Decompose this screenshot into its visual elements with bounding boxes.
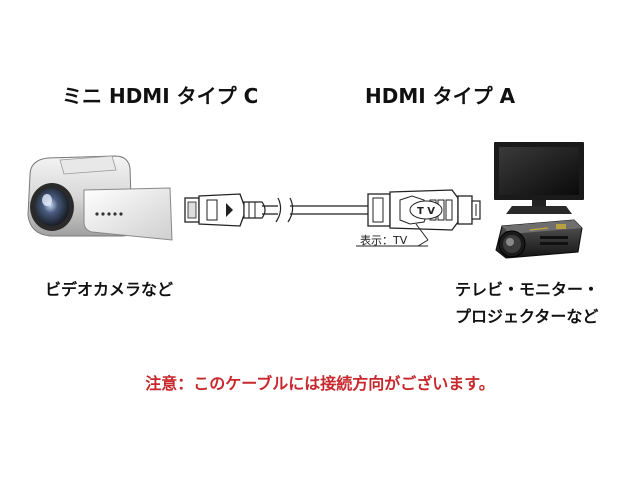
tv-mark-label: T V bbox=[417, 206, 435, 217]
video-camera-icon bbox=[27, 155, 173, 241]
tv-callout-label: 表示：TV bbox=[360, 233, 408, 247]
tv-monitor-icon bbox=[494, 142, 584, 214]
cable-left-end bbox=[184, 193, 278, 227]
cable-right-end: T V 表示：TV bbox=[290, 189, 481, 247]
label-mini-hdmi-type-c: ミニ HDMI タイプ C bbox=[62, 84, 259, 108]
cable-break bbox=[275, 197, 294, 223]
label-hdmi-type-a: HDMI タイプ A bbox=[365, 84, 516, 108]
projector-icon bbox=[495, 219, 583, 259]
label-target-devices-line1: テレビ・モニター・ bbox=[455, 280, 600, 299]
label-source-devices: ビデオカメラなど bbox=[45, 280, 174, 299]
warning-note: 注意：このケーブルには接続方向がございます。 bbox=[145, 374, 495, 393]
label-target-devices-line2: プロジェクターなど bbox=[455, 307, 599, 326]
